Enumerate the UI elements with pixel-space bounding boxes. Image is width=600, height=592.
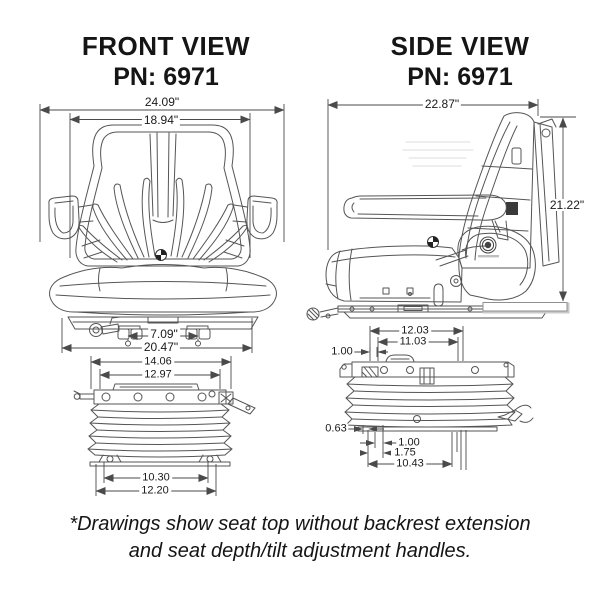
dim-side-top-offset: 1.00 — [329, 345, 355, 358]
center-of-gravity-icon — [427, 236, 439, 248]
dim-side-overall-depth: 22.87" — [422, 97, 462, 111]
side-view-title: SIDE VIEW — [390, 31, 530, 61]
front-seat-drawing — [48, 124, 278, 347]
whiteout-patch — [482, 302, 570, 314]
dim-front-overall-width: 24.09" — [142, 95, 182, 109]
side-dimension-lines — [327, 99, 576, 470]
dim-side-mount-offset-a: 1.00 — [396, 436, 422, 449]
dim-side-overall-height: 21.22" — [547, 198, 587, 212]
brand-emblem-icon — [478, 236, 499, 258]
center-of-gravity-icon — [155, 249, 167, 261]
dim-side-mount-hole-depth: 10.43 — [394, 457, 426, 470]
side-view-part-number: PN: 6971 — [407, 63, 513, 91]
footnote-line-2: and seat depth/tilt adjustment handles. — [128, 540, 472, 562]
dim-front-suspension-top-width: 14.06 — [142, 355, 174, 368]
side-seat-drawing — [306, 112, 560, 321]
footnote-line-1: *Drawings show seat top without backrest… — [69, 513, 531, 535]
front-suspension-drawing — [73, 383, 256, 467]
dim-side-base-offset: 0.63 — [323, 422, 349, 435]
dim-front-suspension-upper-width: 12.97 — [142, 368, 174, 381]
watermark — [402, 141, 474, 167]
dim-side-suspension-top-depth: 12.03 — [399, 324, 431, 337]
dim-side-suspension-plate-depth: 11.03 — [397, 335, 429, 348]
front-view-part-number: PN: 6971 — [113, 63, 219, 91]
front-dimension-lines — [39, 104, 285, 496]
front-view-title: FRONT VIEW — [81, 31, 251, 61]
dim-front-suspension-lower-width: 10.30 — [140, 471, 172, 484]
dim-front-suspension-base-width: 12.20 — [139, 484, 171, 497]
dim-front-bolt-spacing: 7.09" — [148, 327, 180, 341]
dim-front-backrest-width: 18.94" — [141, 113, 181, 127]
dim-side-mount-offset-b: 1.75 — [392, 446, 418, 459]
dim-front-seat-pan-width: 20.47" — [141, 340, 181, 354]
side-suspension-drawing — [339, 354, 534, 432]
